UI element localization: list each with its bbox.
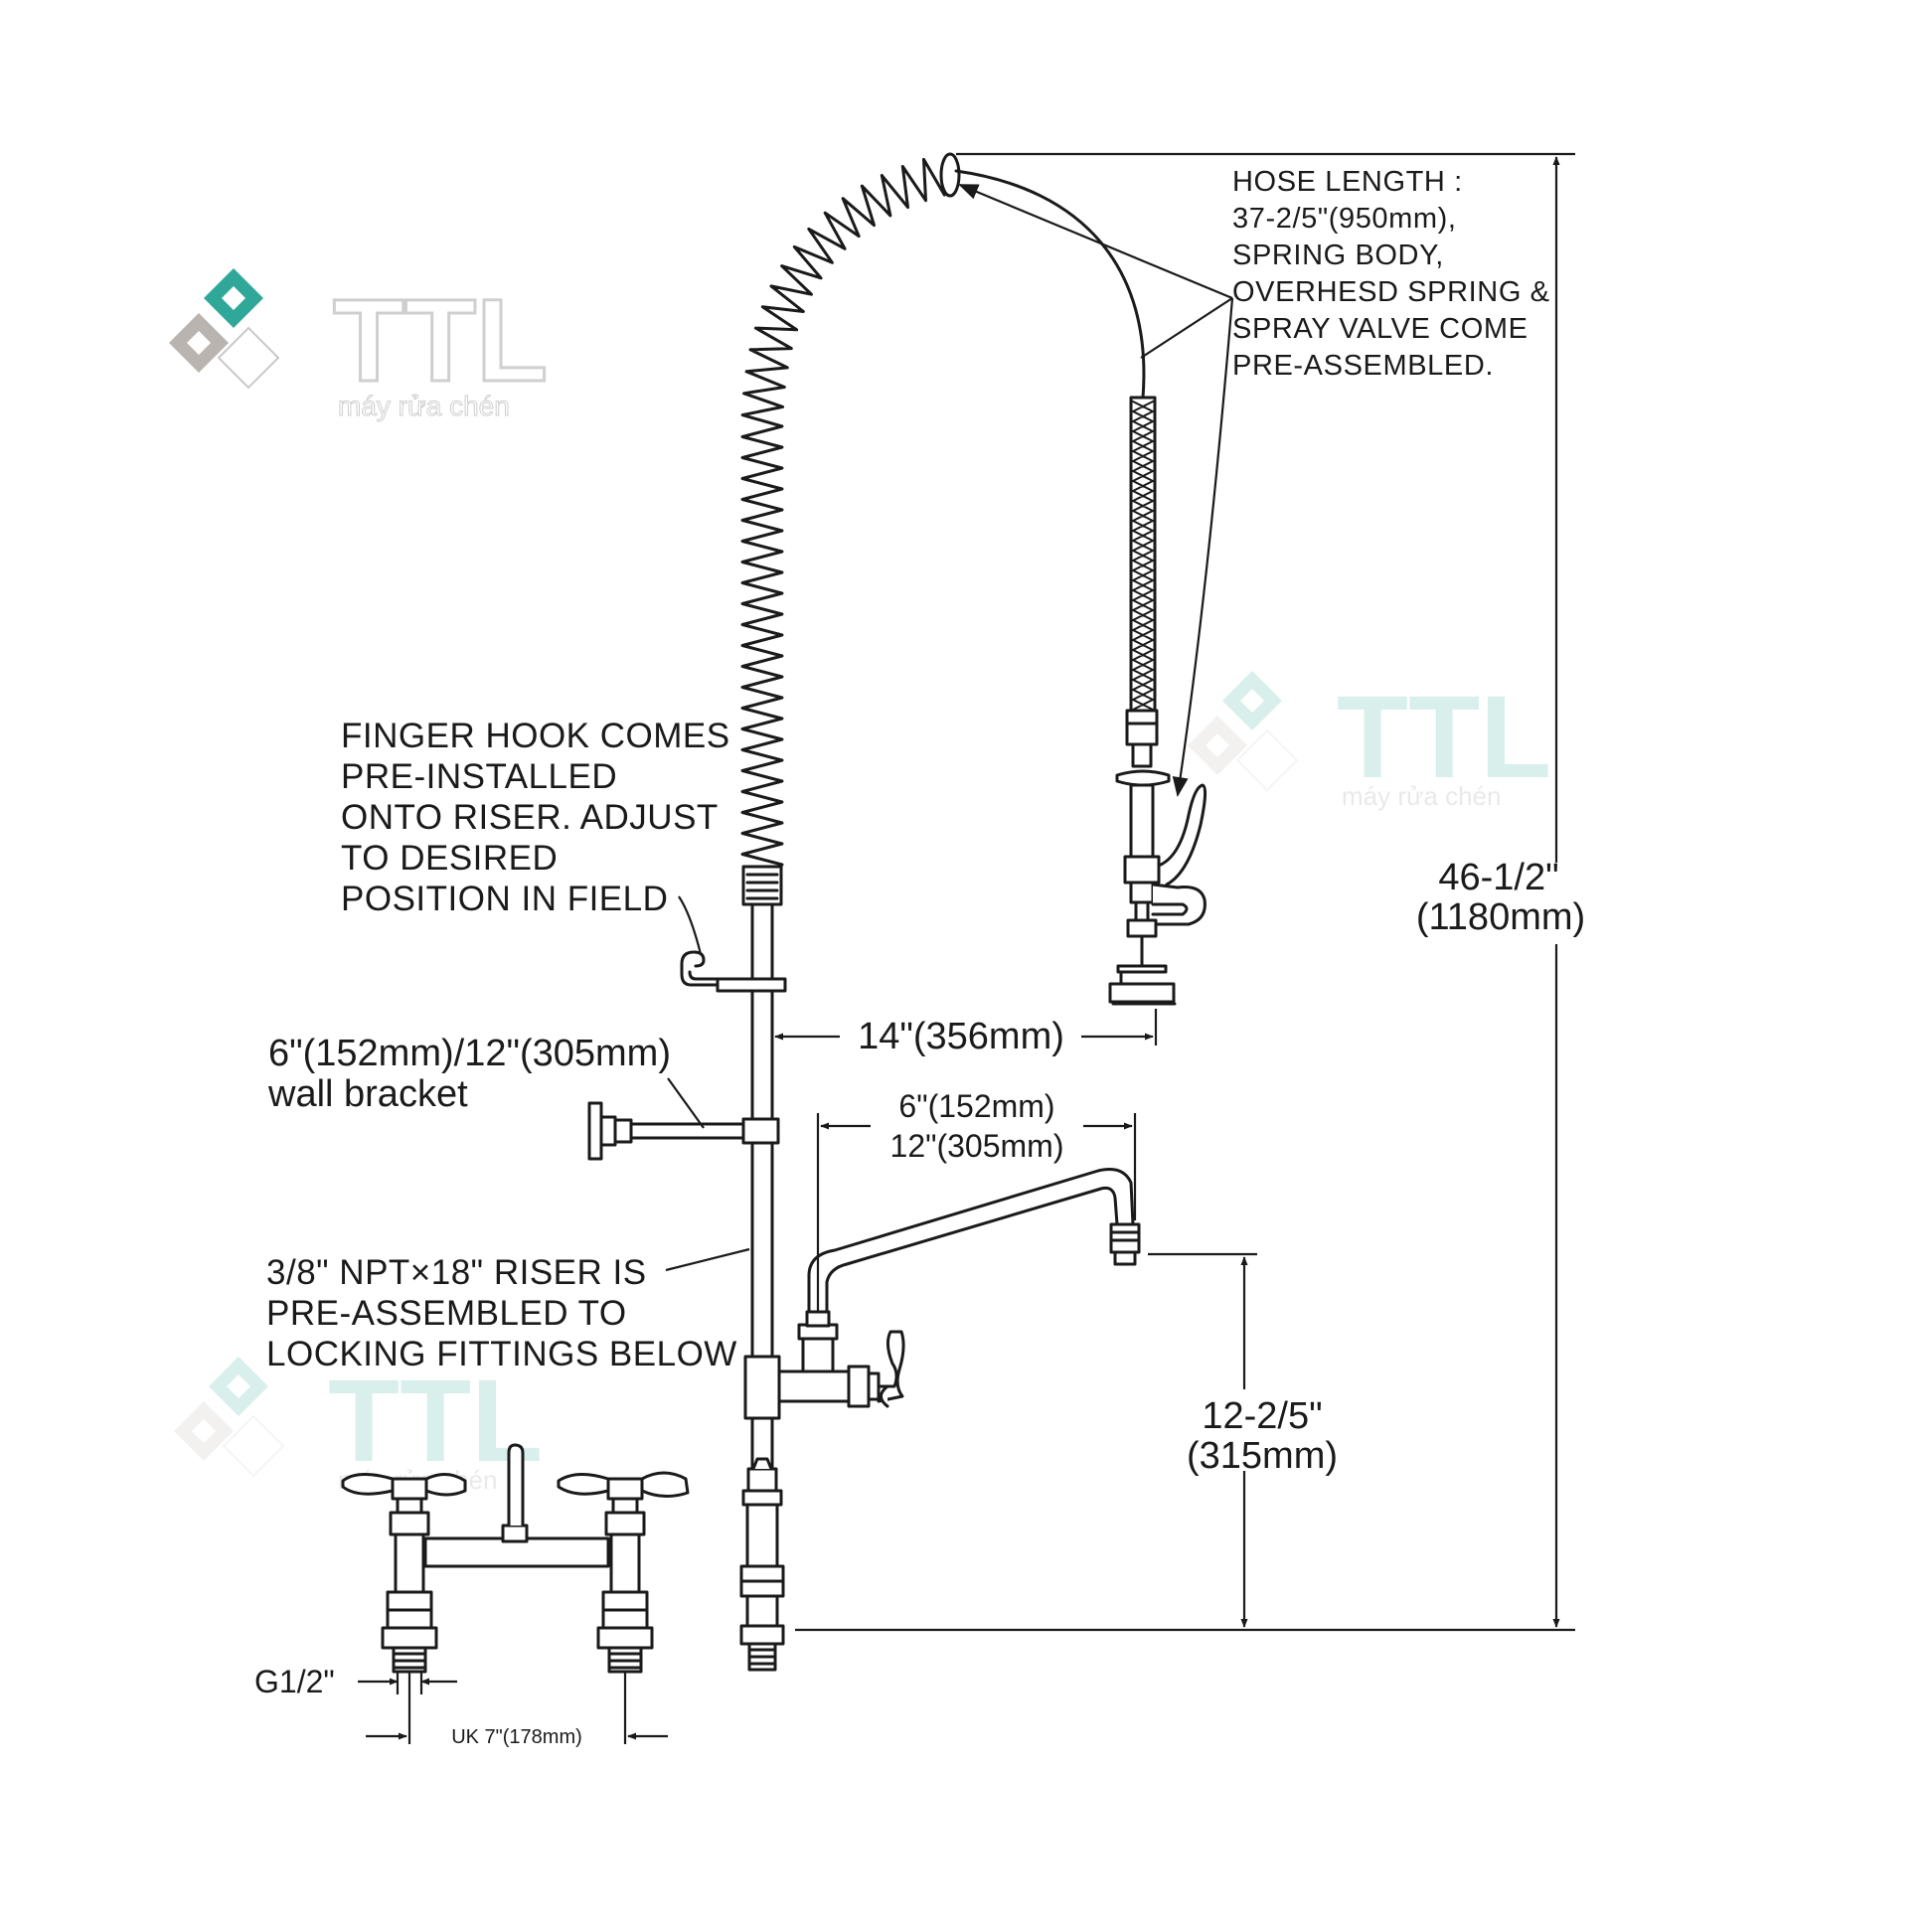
- hose-note-line-3: SPRING BODY,: [1232, 240, 1444, 271]
- riser-note-line-3: LOCKING FITTINGS BELOW: [266, 1335, 737, 1373]
- spray-valve: [1108, 709, 1208, 1006]
- deck-mount-faucet: [341, 1443, 690, 1674]
- total-height-dimension: [795, 152, 1575, 1632]
- inlet-dimension: [358, 1672, 457, 1744]
- reach-label: 14"(356mm): [858, 1016, 1064, 1057]
- spout-short-label: 6"(152mm): [898, 1088, 1054, 1124]
- watermark-tagline: máy rửa chén: [338, 391, 510, 421]
- wall-bracket: [587, 1101, 780, 1161]
- watermark-tagline-faded: máy rửa chén: [1342, 781, 1501, 811]
- watermark-brand-faded-2: TTL: [328, 1356, 543, 1487]
- hose: [954, 169, 1146, 400]
- spout-height-dimension: [1148, 1252, 1257, 1628]
- faded-ttl-watermark-left: TTL máy rửa chén: [173, 1356, 543, 1495]
- hose-body: [1129, 396, 1157, 713]
- wall-bracket-label: wall bracket: [267, 1073, 468, 1115]
- finger-hook-note-line-5: POSITION IN FIELD: [341, 880, 668, 918]
- riser-note-line-2: PRE-ASSEMBLED TO: [266, 1294, 627, 1333]
- hose-note-line-6: PRE-ASSEMBLED.: [1232, 350, 1494, 382]
- watermark-brand-faded: TTL: [1337, 672, 1551, 803]
- riser-note-line-1: 3/8" NPT×18" RISER IS: [266, 1253, 647, 1292]
- spring-collar: [741, 865, 783, 906]
- hose-note-leaders: [958, 183, 1234, 797]
- spout-height-mm: (315mm): [1187, 1435, 1338, 1477]
- finger-hook-leader: [678, 895, 703, 955]
- hose-note: HOSE LENGTH : 37-2/5"(950mm), SPRING BOD…: [1232, 166, 1550, 382]
- ttl-logo-watermark: TTL máy rửa chén: [168, 267, 550, 422]
- spout-length-dimension: [816, 1113, 1137, 1312]
- wall-bracket-leader: [667, 1077, 705, 1129]
- finger-hook-note-line-4: TO DESIRED: [341, 839, 558, 878]
- finger-hook-note-line-2: PRE-INSTALLED: [341, 757, 617, 796]
- wall-bracket-note: 6"(152mm)/12"(305mm) wall bracket: [267, 1033, 671, 1115]
- finger-hook: [680, 950, 787, 993]
- riser-note: 3/8" NPT×18" RISER IS PRE-ASSEMBLED TO L…: [266, 1253, 737, 1373]
- centers-dimension: [366, 1672, 668, 1744]
- dimension-labels: 46-1/2" (1180mm) 14"(356mm) 6"(152mm) 12…: [254, 857, 1585, 1748]
- hose-note-line-5: SPRAY VALVE COME: [1232, 313, 1529, 345]
- overhead-spring: [740, 157, 946, 867]
- reach-dimension: [774, 1009, 1158, 1046]
- riser-base-fittings: [739, 1457, 785, 1672]
- faded-ttl-watermark-right: TTL máy rửa chén: [1187, 670, 1551, 811]
- total-height-mm: (1180mm): [1416, 896, 1585, 938]
- hose-note-line-4: OVERHESD SPRING &: [1232, 276, 1550, 308]
- watermark-brand: TTL: [333, 275, 548, 406]
- centers-label: UK 7"(178mm): [451, 1726, 582, 1748]
- swing-spout: [807, 1168, 1141, 1314]
- spout-height-inches: 12-2/5": [1202, 1395, 1322, 1437]
- wall-bracket-size: 6"(152mm)/12"(305mm): [268, 1033, 671, 1074]
- inlet-size-label: G1/2": [254, 1664, 335, 1699]
- total-height-inches: 46-1/2": [1438, 857, 1558, 898]
- riser-leader: [665, 1247, 750, 1272]
- spring-end-ring: [939, 152, 961, 198]
- hose-note-line-2: 37-2/5"(950mm),: [1232, 203, 1457, 235]
- finger-hook-note-line-1: FINGER HOOK COMES: [341, 717, 730, 755]
- finger-hook-note: FINGER HOOK COMES PRE-INSTALLED ONTO RIS…: [341, 717, 730, 918]
- add-on-faucet: [743, 1310, 905, 1420]
- spout-long-label: 12"(305mm): [890, 1128, 1064, 1164]
- finger-hook-note-line-3: ONTO RISER. ADJUST: [341, 798, 719, 837]
- hose-note-line-1: HOSE LENGTH :: [1232, 166, 1463, 198]
